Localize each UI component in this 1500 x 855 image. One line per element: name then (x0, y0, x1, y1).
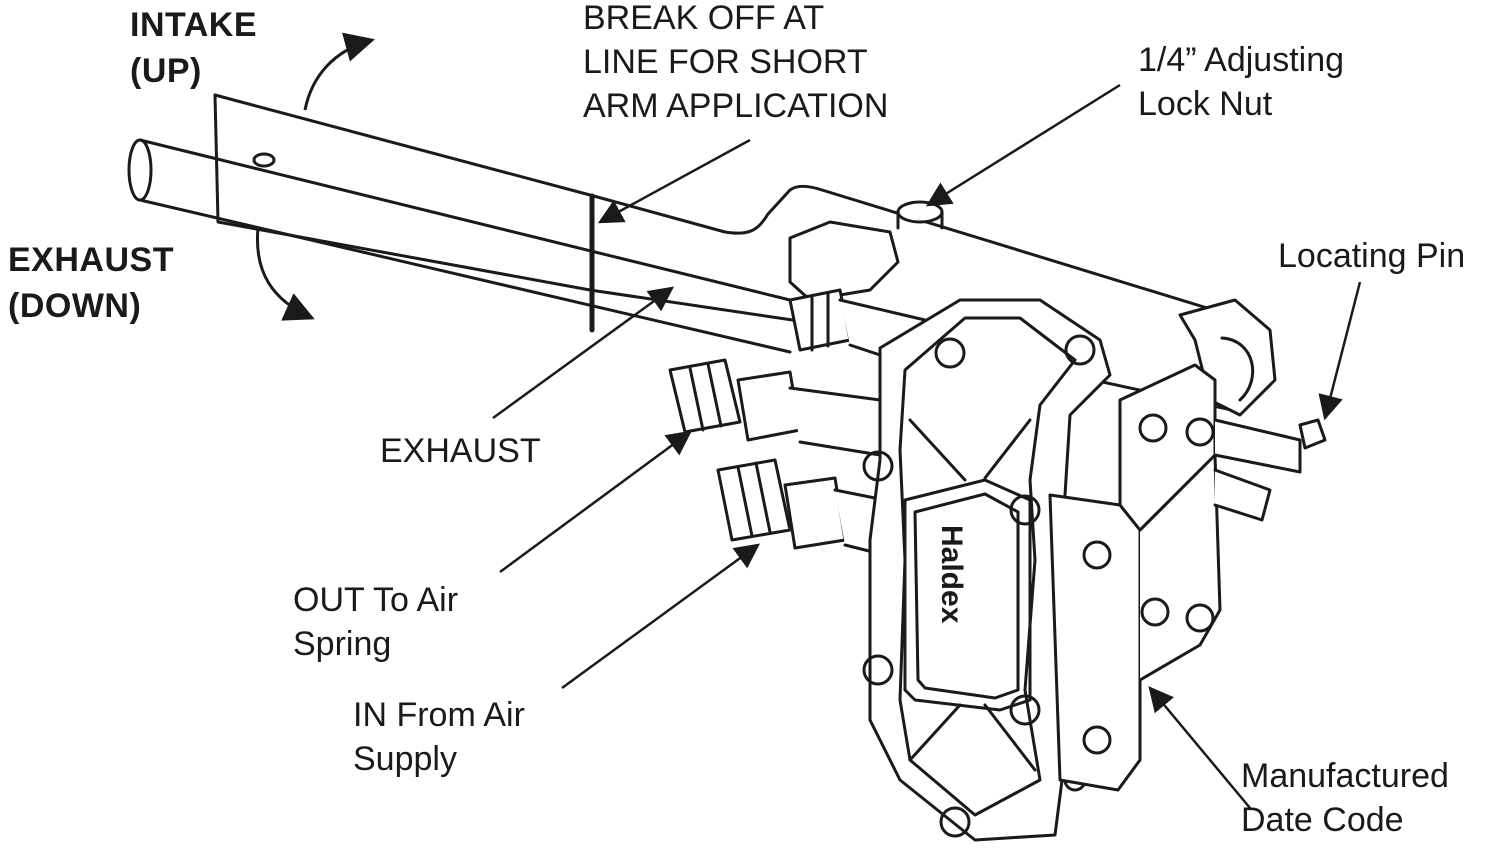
date-code-label: Manufactured Date Code (1241, 757, 1449, 839)
out-port-label: OUT To Air Spring (293, 581, 459, 663)
mounting-bracket (1048, 363, 1222, 792)
exhaust-direction-label: EXHAUST (DOWN) (8, 241, 174, 325)
intake-label: INTAKE (UP) (130, 6, 258, 90)
break-off-label: BREAK OFF AT LINE FOR SHORT ARM APPLICAT… (583, 0, 889, 125)
intake-up-arrow (303, 32, 375, 111)
lock-nut-leader (925, 83, 1121, 207)
shaft-and-pin (1213, 418, 1327, 522)
exhaust-down-arrow (255, 227, 315, 321)
in-port-label: IN From Air Supply (353, 696, 525, 778)
lock-nut (896, 200, 944, 230)
in-port-leader (561, 543, 761, 690)
break-off-leader (597, 138, 751, 224)
date-code-leader (1148, 686, 1251, 809)
exhaust-port-leader (492, 286, 675, 420)
brand-logo: Haldex (935, 525, 968, 624)
exhaust-port-label: EXHAUST (380, 432, 541, 470)
lock-nut-label: 1/4” Adjusting Lock Nut (1138, 41, 1345, 123)
out-port-leader (499, 430, 693, 574)
in-fitting (716, 458, 887, 557)
operating-rod (127, 138, 792, 354)
upper-housing (788, 220, 1277, 417)
out-fitting (668, 358, 882, 457)
locating-pin-leader (1318, 281, 1362, 421)
locating-pin-label: Locating Pin (1278, 237, 1466, 275)
